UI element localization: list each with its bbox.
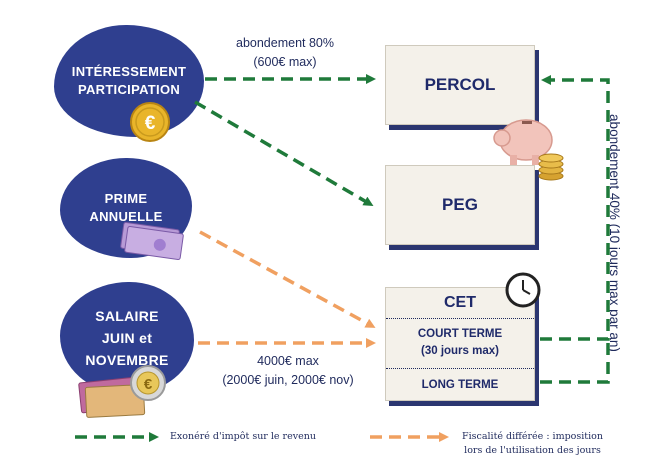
abondement-80-label: abondement 80% (600€ max) bbox=[205, 34, 365, 72]
percol-box: PERCOL bbox=[385, 45, 535, 125]
legend-orange-line1: Fiscalité différée : imposition bbox=[462, 431, 603, 442]
arrow-prime-cet bbox=[199, 230, 376, 328]
legend-orange-line2: lors de l'utilisation des jours bbox=[464, 445, 601, 456]
arrow-interessement-peg bbox=[194, 100, 374, 207]
cet-title-section: CET bbox=[386, 288, 534, 318]
max-4000-line1: 4000€ max bbox=[257, 354, 319, 368]
source-interessement-participation: INTÉRESSEMENT PARTICIPATION bbox=[54, 25, 204, 137]
euro-coin-icon: € bbox=[130, 102, 170, 142]
abondement-80-line1: abondement 80% bbox=[236, 36, 334, 50]
abondement-80-line2: (600€ max) bbox=[253, 55, 317, 69]
cet-court-terme-section: COURT TERME (30 jours max) bbox=[386, 319, 534, 367]
banknotes-icon bbox=[120, 221, 184, 261]
peg-box: PEG bbox=[385, 165, 535, 245]
clock-icon bbox=[505, 272, 541, 308]
max-4000-line2: (2000€ juin, 2000€ nov) bbox=[222, 373, 354, 387]
piggy-bank-icon bbox=[493, 119, 564, 181]
svg-text:€: € bbox=[144, 376, 153, 393]
juin-label: JUIN et bbox=[101, 330, 153, 346]
novembre-label: NOVEMBRE bbox=[85, 352, 169, 368]
peg-label: PEG bbox=[442, 195, 478, 214]
cet-box: CET COURT TERME (30 jours max) LONG TERM… bbox=[385, 287, 535, 401]
source-salaire: SALAIRE JUIN et NOVEMBRE bbox=[60, 282, 194, 394]
arrow-long-terme-percol bbox=[540, 339, 610, 384]
arrow-court-terme-percol bbox=[540, 75, 610, 341]
prime-label: PRIME bbox=[104, 191, 148, 206]
cet-title: CET bbox=[444, 294, 476, 311]
salaire-label: SALAIRE bbox=[95, 308, 159, 324]
banknotes-icon: € bbox=[78, 365, 166, 418]
svg-text:€: € bbox=[145, 113, 156, 134]
court-terme-label: COURT TERME bbox=[417, 328, 503, 340]
legend-orange-text: Fiscalité différée : imposition lors de … bbox=[462, 430, 603, 458]
participation-label: PARTICIPATION bbox=[77, 82, 181, 97]
court-terme-detail: (30 jours max) bbox=[421, 345, 499, 357]
interessement-label: INTÉRESSEMENT bbox=[71, 64, 187, 79]
legend-green-label: Exonéré d'impôt sur le revenu bbox=[170, 431, 316, 442]
cet-divider-1 bbox=[386, 318, 534, 319]
long-terme-label: LONG TERME bbox=[421, 378, 499, 391]
cet-long-terme-section: LONG TERME bbox=[386, 369, 534, 400]
max-4000-label: 4000€ max (2000€ juin, 2000€ nov) bbox=[198, 352, 378, 390]
legend-green-text: Exonéré d'impôt sur le revenu bbox=[170, 430, 316, 444]
annuelle-label: ANNUELLE bbox=[89, 209, 163, 224]
percol-label: PERCOL bbox=[424, 75, 496, 94]
cet-divider-2 bbox=[386, 368, 534, 369]
